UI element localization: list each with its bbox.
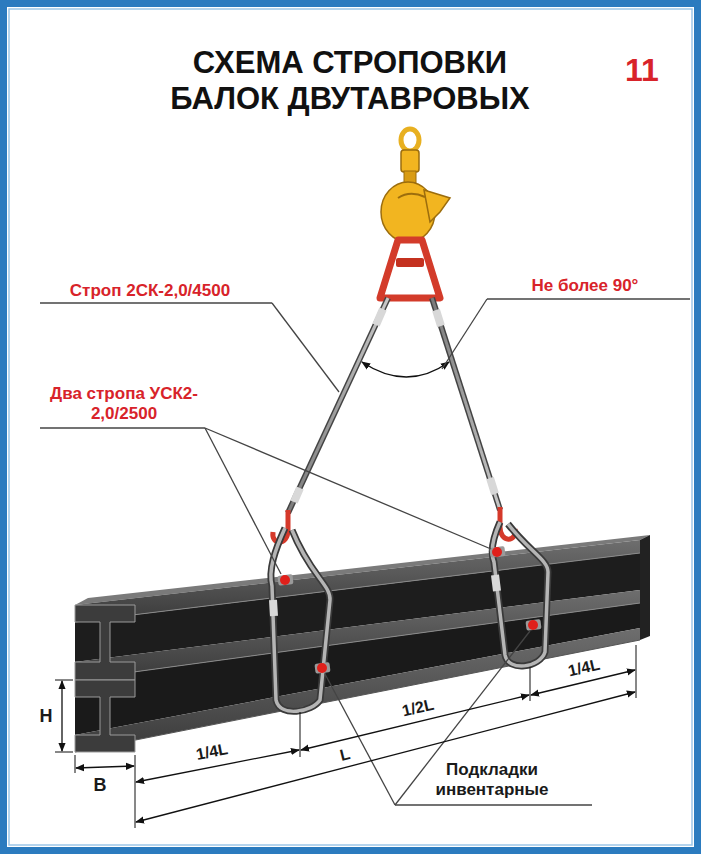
leader-line <box>205 428 281 574</box>
choker-sling-highlight <box>271 528 330 711</box>
leader-line <box>325 674 395 805</box>
ferrule <box>490 478 495 494</box>
red-mark <box>280 575 290 585</box>
extension-line <box>300 712 301 757</box>
ferrule <box>273 600 274 616</box>
hook-shank <box>404 171 416 183</box>
red-mark <box>528 620 538 630</box>
inventory-pad <box>525 619 541 631</box>
inner-frame <box>9 9 692 845</box>
pad-callout: Подкладки инвентарные <box>412 760 572 799</box>
red-mark <box>492 547 502 557</box>
beam-edge <box>75 553 640 622</box>
inventory-pad <box>277 574 293 586</box>
callout-underline <box>40 427 205 428</box>
width-dimension: B <box>90 775 110 796</box>
sling-leg-highlight <box>288 298 388 513</box>
ferrule <box>436 310 441 326</box>
master-link <box>380 240 440 298</box>
leader-line <box>272 303 339 392</box>
sheet-number: 11 <box>607 52 677 89</box>
ferrule <box>376 309 383 325</box>
beam-section <box>75 605 135 680</box>
beam-flange <box>75 628 640 752</box>
extension-line <box>55 680 73 681</box>
extension-line <box>75 755 76 773</box>
beam-web <box>75 603 640 735</box>
sling-callout: Строп 2СК-2,0/4500 <box>40 281 260 301</box>
swivel-eye <box>401 129 419 151</box>
choker-callout: Два стропа УСК2-2,0/2500 <box>39 384 209 423</box>
beam-end-face <box>640 535 650 640</box>
beam-section <box>75 680 135 752</box>
red-mark <box>317 663 327 673</box>
angle-callout: Не более 90° <box>490 276 680 296</box>
extension-line <box>135 755 136 828</box>
inventory-pad <box>489 546 505 558</box>
title: СХЕМА СТРОПОВКИ БАЛОК ДВУТАВРОВЫХ <box>140 45 560 116</box>
sling-leg-highlight <box>432 298 500 510</box>
leader-line <box>442 299 487 369</box>
height-dimension: H <box>36 706 56 727</box>
choker-sling <box>271 528 330 711</box>
sling-leg <box>288 298 388 513</box>
link-coupler <box>396 258 424 267</box>
callout-underline <box>395 804 592 805</box>
sling-leg <box>432 298 500 510</box>
hook-latch <box>398 194 425 198</box>
inventory-pad <box>314 662 330 674</box>
dimension-line <box>61 681 62 751</box>
dimension-line <box>136 692 635 822</box>
callout-underline <box>40 302 272 303</box>
ferrule <box>495 575 497 591</box>
extension-line <box>636 645 637 698</box>
extension-line <box>55 752 73 753</box>
angle-arc <box>362 362 449 377</box>
ferrule <box>294 488 300 502</box>
leader-line <box>205 428 491 549</box>
hook-tip <box>424 190 450 222</box>
dimension-line <box>76 766 134 768</box>
callout-underline <box>487 298 690 299</box>
swivel-body <box>401 150 419 172</box>
extension-line <box>530 667 531 701</box>
beam-edge <box>75 603 640 680</box>
poster-frame <box>4 4 698 851</box>
